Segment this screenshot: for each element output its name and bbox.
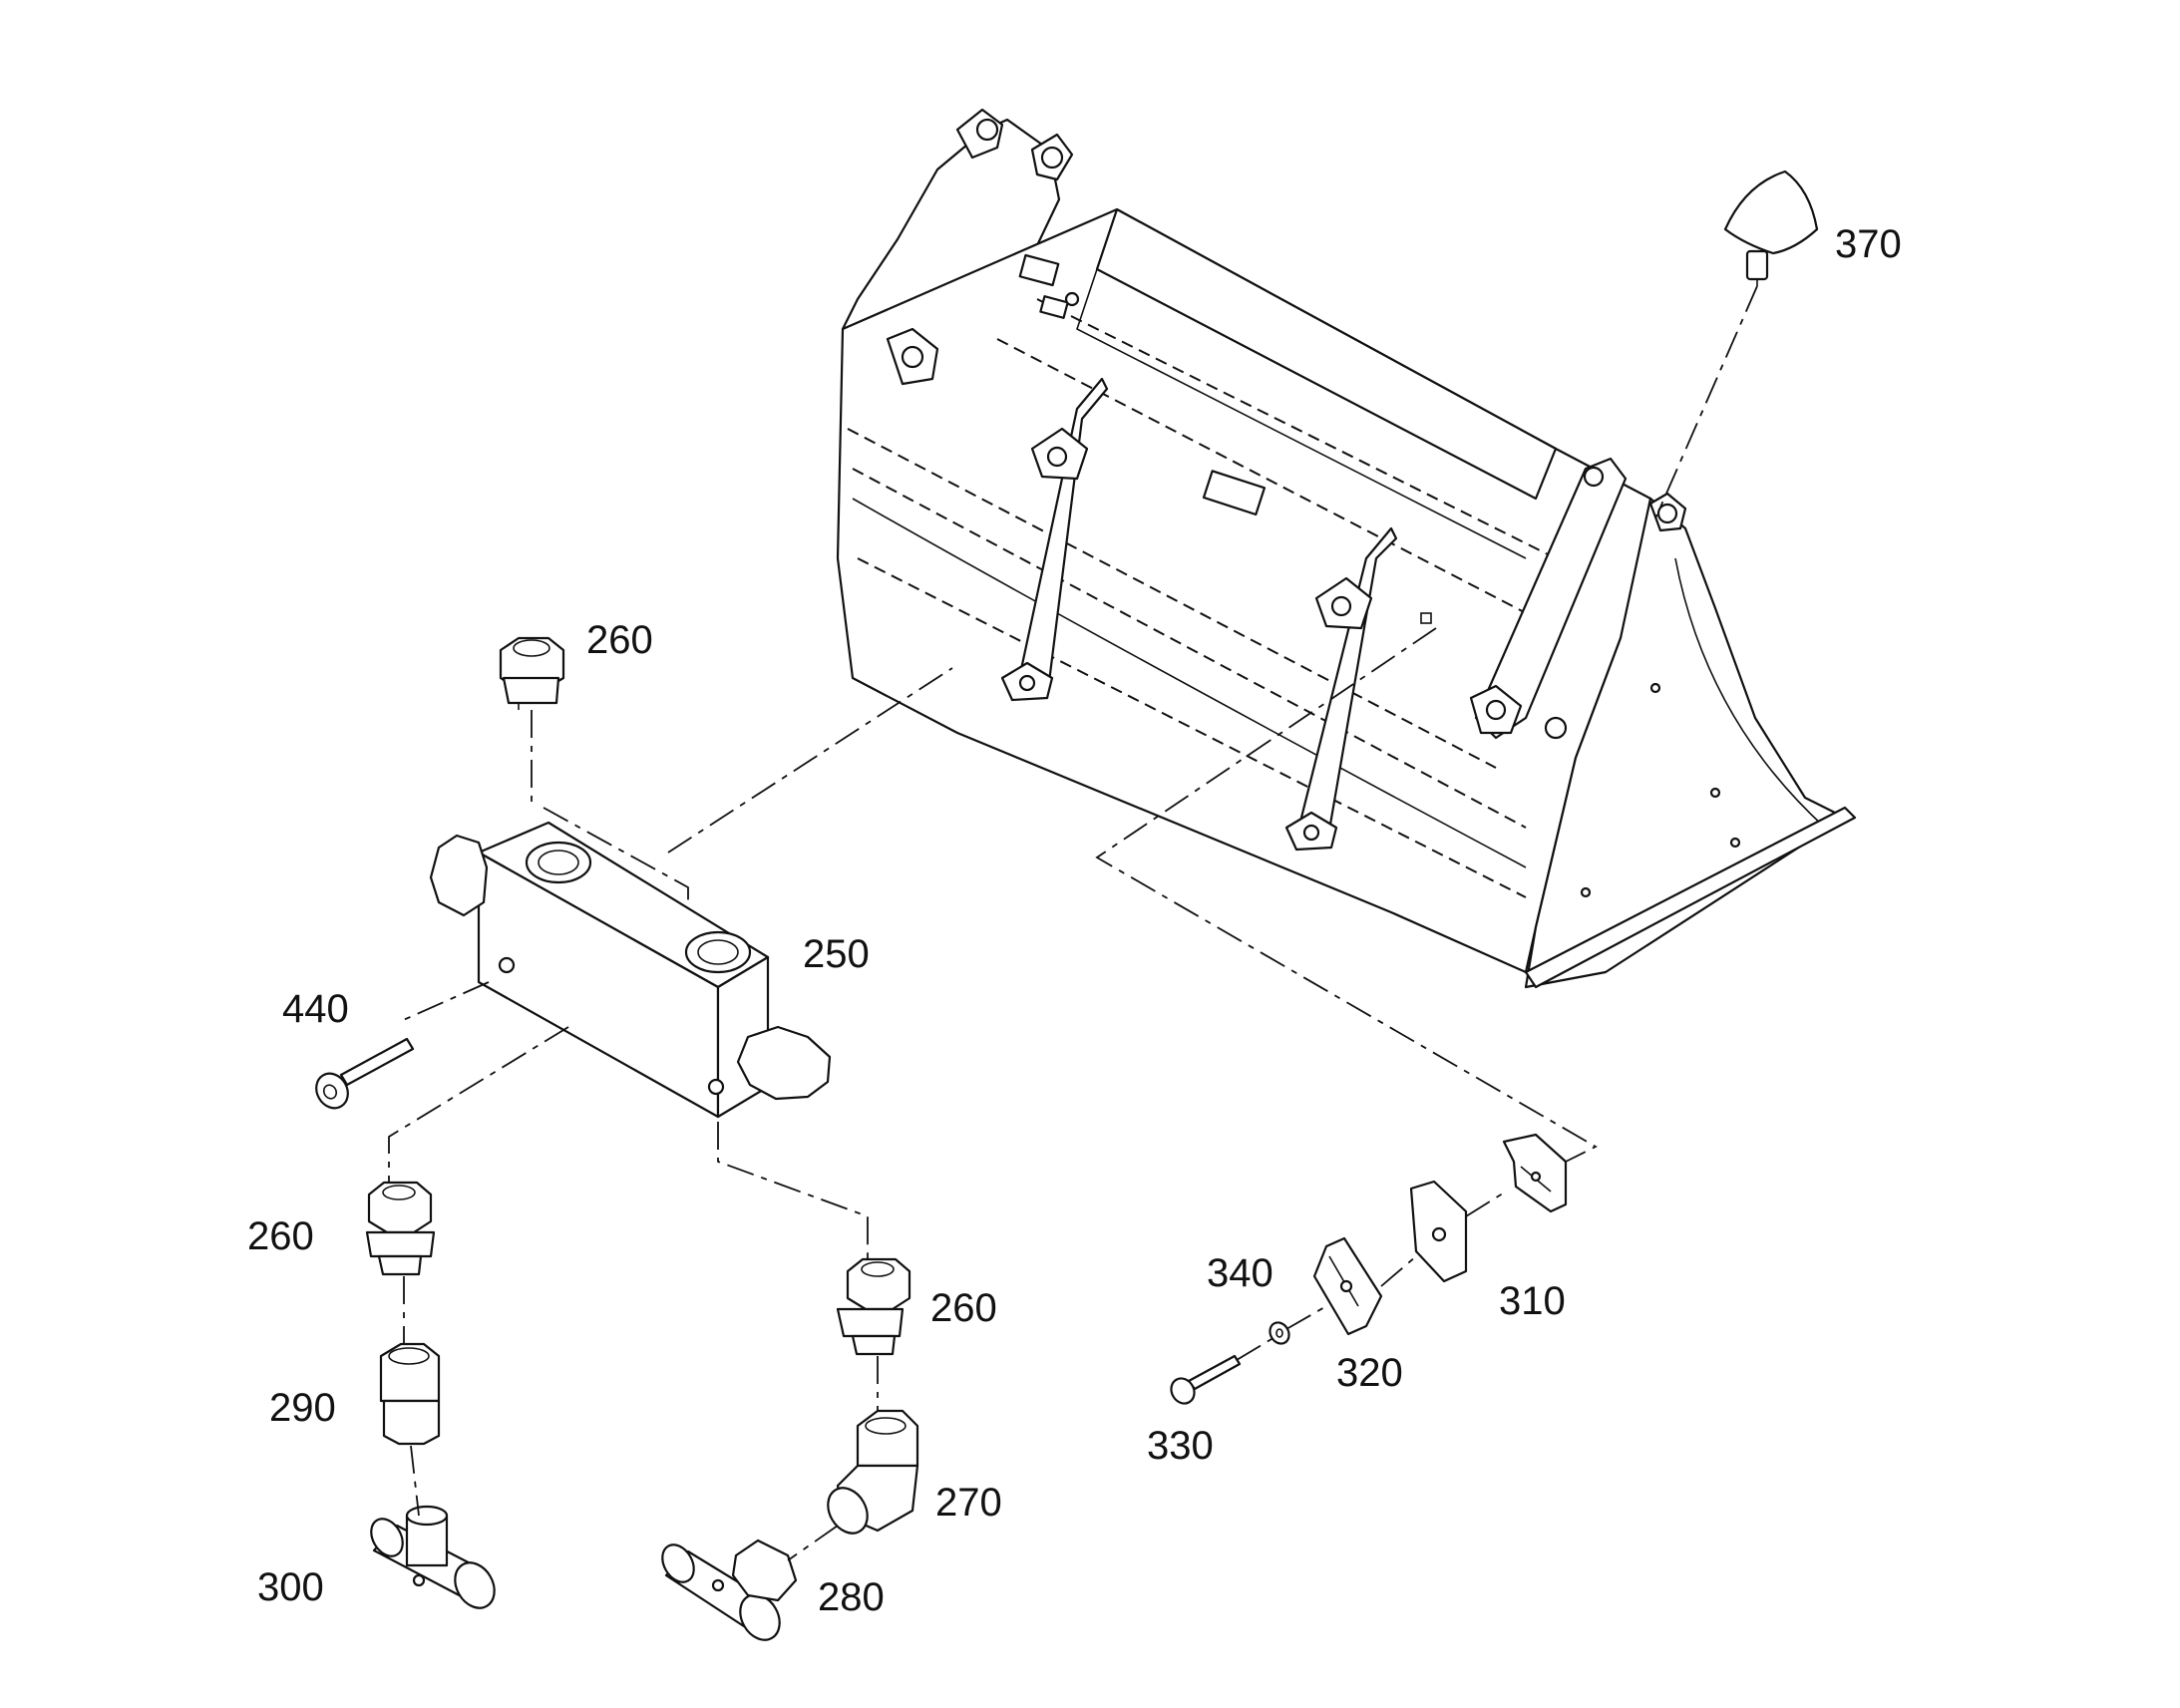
part-250-valve-block — [429, 821, 832, 1119]
part-260-fitting-right — [836, 1257, 911, 1356]
callout-260-right: 260 — [930, 1286, 997, 1330]
callout-370: 370 — [1835, 222, 1902, 266]
callout-330: 330 — [1147, 1424, 1214, 1468]
part-370-cap — [1723, 170, 1819, 286]
part-290-union — [379, 1342, 441, 1446]
part-270-elbow — [827, 1409, 919, 1535]
callout-280: 280 — [818, 1575, 885, 1619]
callout-290: 290 — [269, 1386, 336, 1430]
bucket — [836, 108, 1857, 989]
callout-260-top: 260 — [586, 618, 653, 662]
part-330-bolt — [1170, 1354, 1242, 1405]
callout-250: 250 — [803, 932, 870, 976]
part-260-fitting-top — [499, 636, 565, 710]
part-260-fitting-left — [365, 1181, 436, 1276]
callout-260-left: 260 — [247, 1214, 314, 1258]
callout-320: 320 — [1336, 1351, 1403, 1395]
callout-440: 440 — [282, 987, 349, 1031]
part-340-washer — [1269, 1321, 1290, 1345]
part-310-clamp — [1409, 1180, 1468, 1283]
part-440-bolt — [315, 1037, 415, 1110]
part-clip — [1502, 1133, 1568, 1213]
callout-310: 310 — [1499, 1279, 1566, 1323]
part-280-tee — [661, 1538, 798, 1641]
part-300-tee — [370, 1505, 496, 1609]
leader-lines — [388, 285, 1758, 1561]
part-320-plate — [1312, 1236, 1383, 1336]
callout-300: 300 — [257, 1565, 324, 1609]
callout-340: 340 — [1207, 1251, 1273, 1295]
callout-270: 270 — [935, 1481, 1002, 1525]
